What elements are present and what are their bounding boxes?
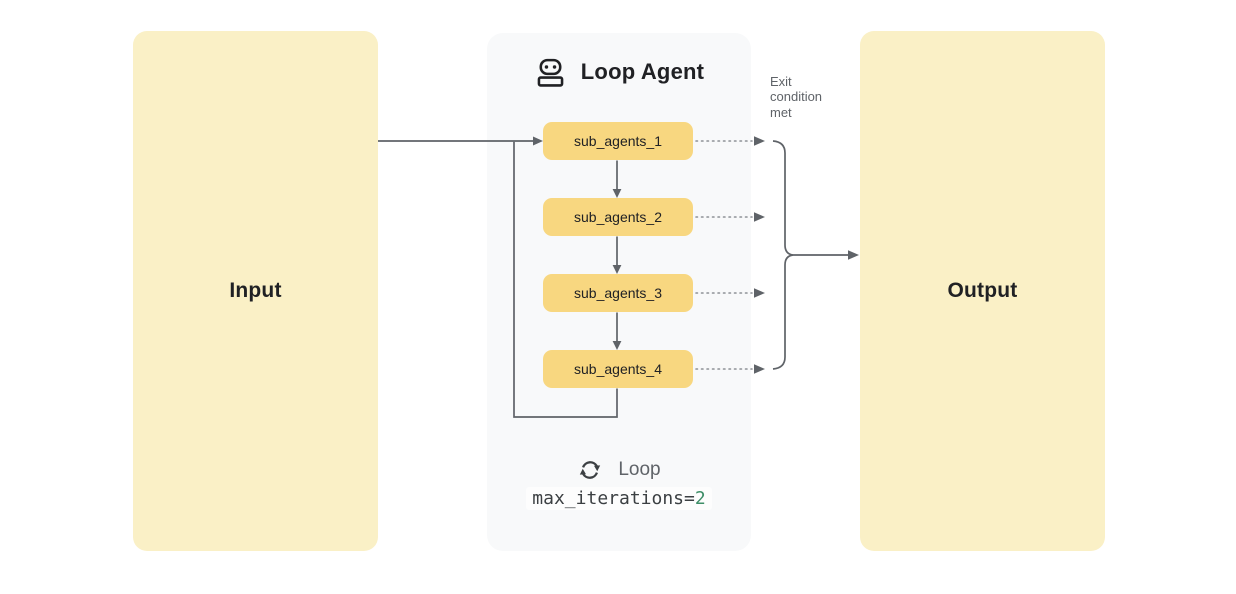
loop-sync-icon [577, 457, 603, 483]
sub-agent-label: sub_agents_1 [574, 133, 662, 149]
merge-brace [772, 140, 794, 370]
output-box: Output [860, 31, 1105, 551]
max-iterations-code: max_iterations=2 [526, 487, 712, 510]
output-arrow [793, 250, 859, 260]
loop-agent-header: Loop Agent [487, 52, 751, 92]
sub-agent-label: sub_agents_2 [574, 209, 662, 225]
max-iterations-row: max_iterations=2 [487, 487, 751, 510]
loop-agent-title: Loop Agent [580, 59, 705, 84]
input-box: Input [133, 31, 378, 551]
loop-footer: Loop [487, 455, 751, 485]
sub-agent-box-3: sub_agents_3 [543, 274, 693, 312]
max-iterations-value: 2 [694, 488, 706, 509]
sub-agent-label: sub_agents_3 [574, 285, 662, 301]
exit-condition-label: Exit condition met [770, 74, 823, 120]
sub-agent-box-4: sub_agents_4 [543, 350, 693, 388]
sub-agent-box-2: sub_agents_2 [543, 198, 693, 236]
max-iterations-label: max_iterations= [532, 488, 695, 509]
output-label: Output [947, 279, 1018, 302]
sub-agent-label: sub_agents_4 [574, 361, 662, 377]
robot-icon [534, 56, 567, 89]
sub-agent-box-1: sub_agents_1 [543, 122, 693, 160]
loop-label: Loop [618, 459, 661, 480]
input-label: Input [229, 279, 282, 302]
